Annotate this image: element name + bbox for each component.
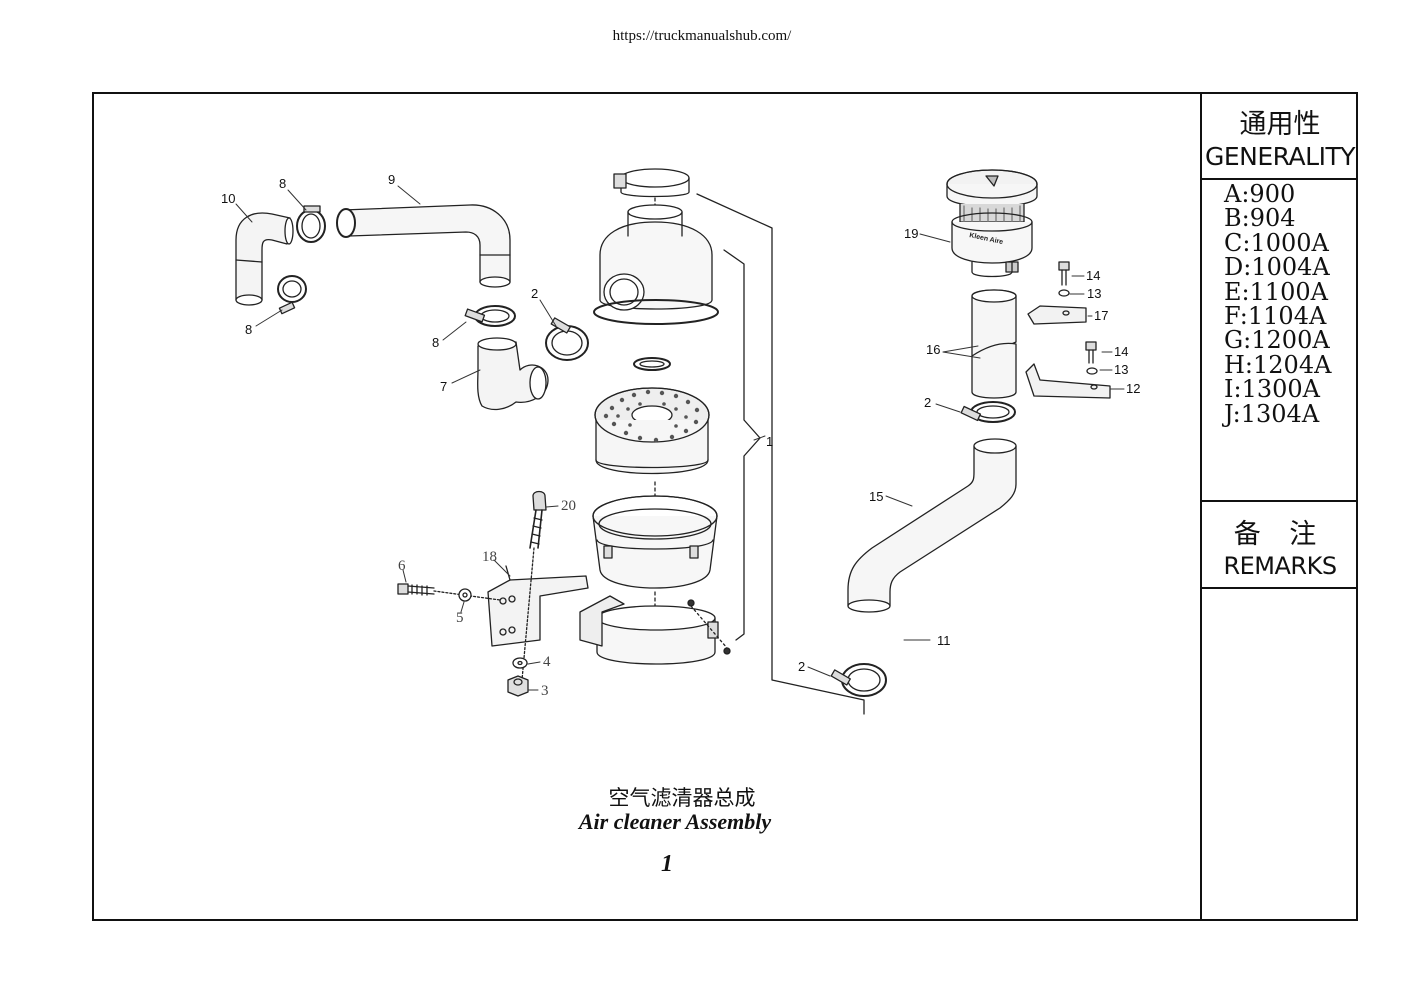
drawing-frame — [92, 92, 1358, 921]
callout-label: 13 — [1114, 362, 1128, 377]
generality-title-cn: 通用性 — [1239, 109, 1321, 140]
callout-label: 10 — [221, 191, 235, 206]
callout-labels: 1 2 2 2 3 4 5 6 7 8 8 8 9 10 11 12 13 13… — [221, 172, 1140, 699]
callout-label: 20 — [561, 498, 576, 514]
hose-clamp-part — [277, 275, 307, 315]
hose-clamp-part — [960, 401, 1016, 423]
callout-label: 1 — [766, 434, 773, 449]
callout-label: 19 — [904, 226, 918, 241]
hose-clamp-part — [464, 305, 516, 327]
exploded-diagram: 1 2 2 2 3 4 5 6 7 8 8 8 9 10 11 12 13 13… — [221, 168, 1140, 715]
callout-label: 11 — [937, 633, 951, 648]
precleaner-part — [946, 169, 1038, 278]
elbow-hose-part — [235, 212, 294, 306]
divider — [1202, 587, 1358, 589]
model-item: E:1100A — [1224, 277, 1329, 306]
model-item: A:900 — [1224, 180, 1296, 208]
model-item: B:904 — [1224, 204, 1296, 233]
generality-title-en: GENERALITY — [1205, 142, 1355, 171]
callout-label: 3 — [541, 683, 549, 699]
caption-title-en: Air cleaner Assembly — [578, 809, 772, 834]
remarks-title-cn: 备 注 — [1233, 519, 1327, 550]
washer-part — [458, 588, 528, 669]
callout-label: 17 — [1094, 308, 1108, 323]
air-cleaner-assembly — [579, 168, 731, 665]
callout-label: 15 — [869, 489, 883, 504]
bolt-part — [397, 583, 501, 601]
leader-line — [723, 249, 761, 641]
outlet-elbow-part — [477, 337, 549, 411]
bolt-part — [1085, 341, 1098, 375]
callout-label: 13 — [1087, 286, 1101, 301]
model-item: J:1304A — [1224, 399, 1320, 428]
callout-label: 6 — [398, 558, 406, 574]
bolt-part — [1058, 261, 1070, 297]
figure-number: 1 — [661, 851, 673, 877]
outlet-pipe-part — [847, 438, 1017, 613]
callout-label: 9 — [388, 172, 395, 187]
intake-hose-part — [336, 204, 511, 288]
model-item: H:1204A — [1224, 350, 1332, 379]
hose-clamp-part — [830, 663, 887, 697]
long-bolt-part — [521, 490, 547, 681]
pipe-segment-part — [971, 289, 1017, 399]
callout-label: 8 — [279, 176, 286, 191]
hose-clamp-part — [545, 317, 589, 361]
model-item: D:1004A — [1224, 253, 1330, 282]
support-plate-part — [1025, 363, 1111, 399]
leader-line — [696, 193, 865, 715]
model-item: I:1300A — [1224, 375, 1320, 404]
callout-leaders — [235, 185, 1125, 691]
divider — [1202, 500, 1358, 502]
callout-label: 2 — [531, 286, 538, 301]
model-item: F:1104A — [1224, 302, 1327, 331]
generality-panel: 通用性 GENERALITY A:900 B:904 C:1000A D:100… — [1200, 92, 1358, 921]
callout-label: 16 — [926, 342, 940, 357]
source-url[interactable]: https://truckmanualshub.com/ — [612, 28, 792, 44]
model-list: A:900 B:904 C:1000A D:1004A E:1100A F:11… — [1224, 182, 1331, 426]
callout-label: 12 — [1126, 381, 1140, 396]
callout-label: 4 — [543, 654, 551, 670]
callout-label: 8 — [432, 335, 439, 350]
callout-label: 14 — [1114, 344, 1128, 359]
divider — [1202, 178, 1358, 180]
callout-label: 2 — [798, 659, 805, 674]
callout-label: 5 — [456, 610, 464, 626]
support-plate-part — [1027, 305, 1087, 325]
callout-label: 7 — [440, 379, 447, 394]
callout-label: 14 — [1086, 268, 1100, 283]
model-item: G:1200A — [1224, 326, 1330, 355]
callout-label: 18 — [482, 549, 497, 565]
hose-clamp-part — [296, 205, 326, 243]
callout-label: 2 — [924, 395, 931, 410]
model-item: C:1000A — [1224, 228, 1329, 257]
mounting-bracket-part — [487, 565, 589, 647]
remarks-title-en: REMARKS — [1223, 552, 1337, 580]
caption-title-cn: 空气滤清器总成 — [608, 786, 756, 810]
nut-part — [507, 675, 529, 697]
callout-label: 8 — [245, 322, 252, 337]
